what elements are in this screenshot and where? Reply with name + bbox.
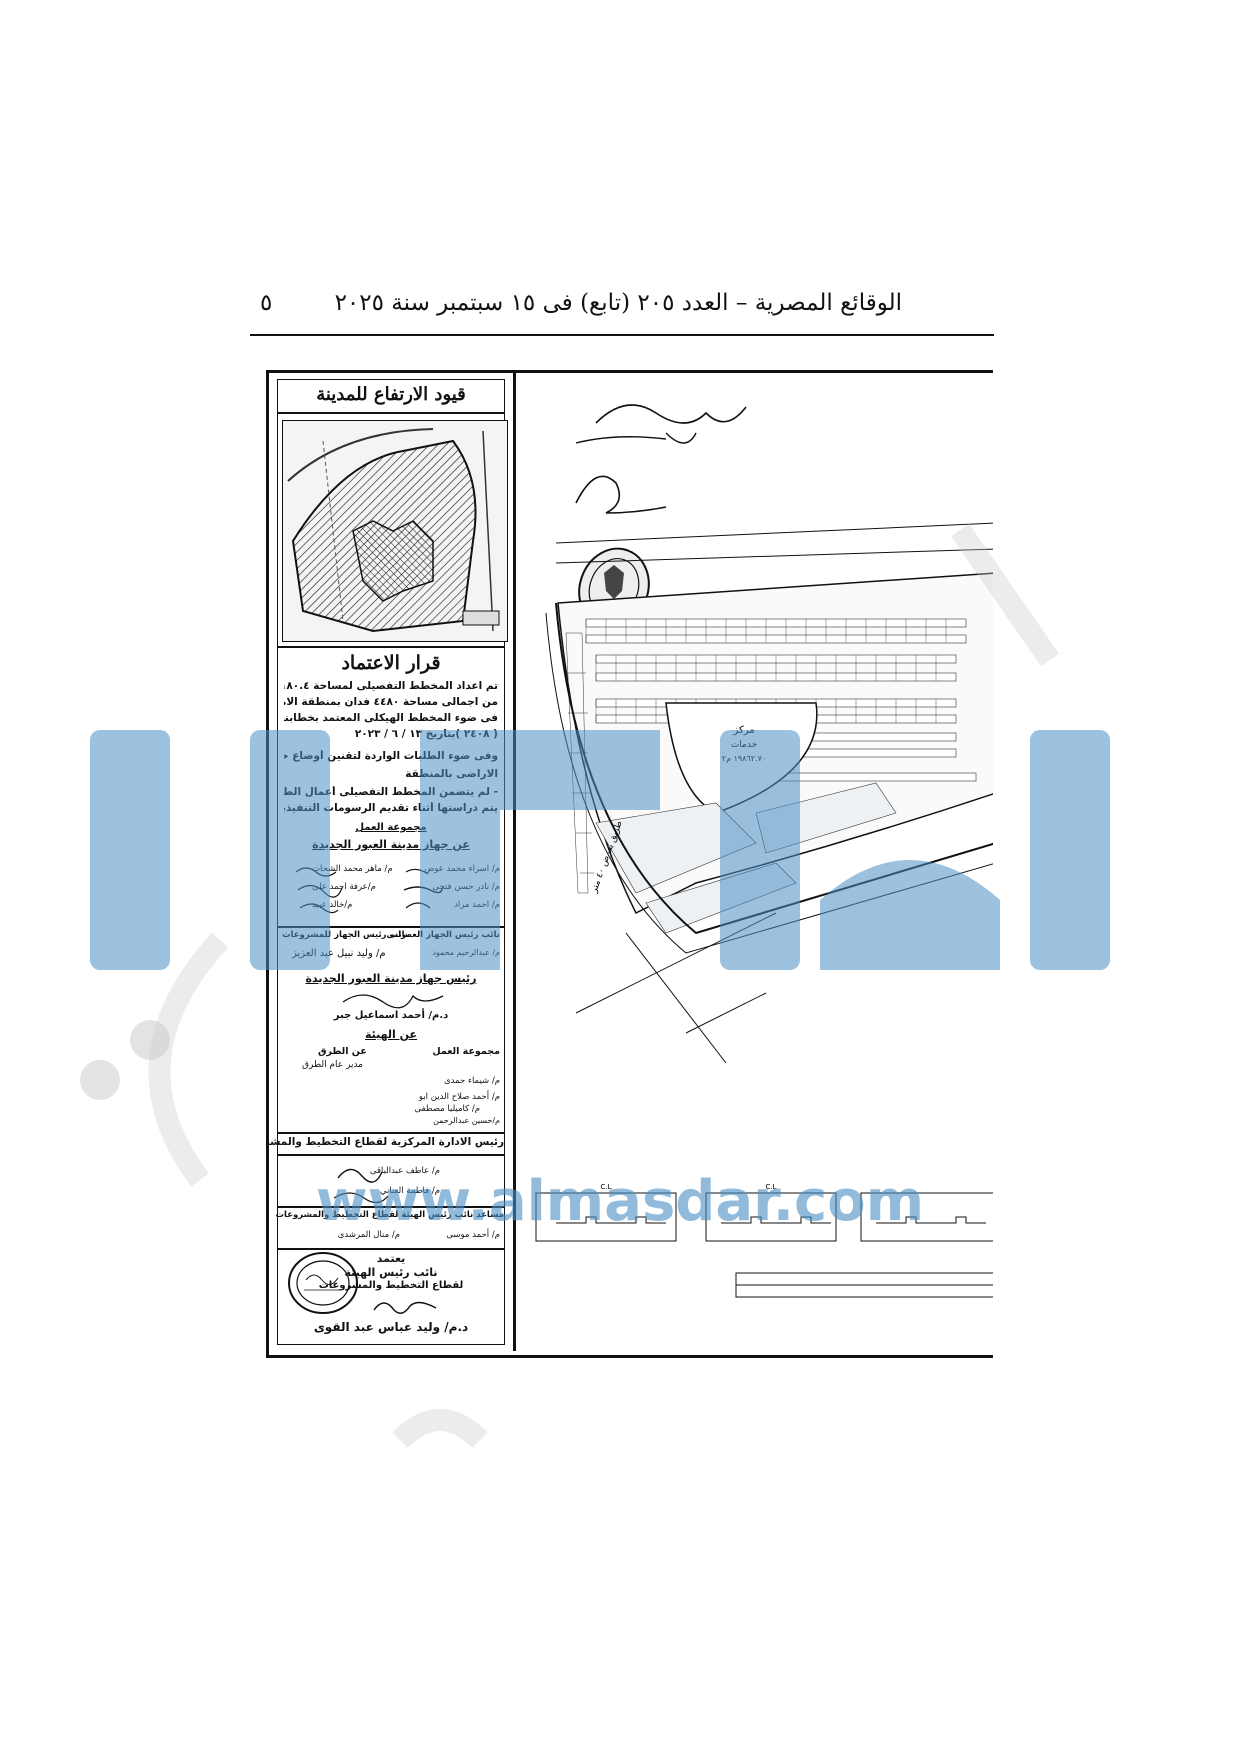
vp-sector: لقطاع التخطيط والمشروعات [318,1280,464,1291]
central-name-row: م/ فاطمة العناني [379,1186,440,1196]
approval-line: يتم دراستها أثناء تقديم الرسومات التنفيذ… [284,802,498,814]
body-member-row: م/ كاميليا مصطفى [414,1104,480,1114]
services-area: ١٩٨٦٢.٧٠ م٢ [722,754,766,763]
page-header: الوقائع المصرية – العدد ٢٠٥ (تابع) فى ١٥… [250,290,994,324]
vp-name: د.م/ وليد عباس عبد القوى [313,1320,469,1334]
signatures-scribble [295,867,443,914]
deputy-names-row: م/ وليد نبيل عبد العزيز م/ عبدالرحيم محم… [292,948,500,959]
assistant-title: مساعد نائب رئيس الهيئة لقطاع التخطيط وال… [275,1210,504,1220]
approval-line: فى ضوء المخطط الهيكلى المعتمد بخطابنا رق… [284,712,498,724]
from-body-heading: عن الهيئة [364,1028,418,1041]
head-signature [342,994,444,1009]
height-restrictions-title: قيود الارتفاع للمدينة [316,384,466,405]
map-sheet: قيود الارتفاع للمدينة [266,370,993,1358]
detailed-plan-drawing: مركز خدمات ١٩٨٦٢.٧٠ م٢ طريق بعرض ٤٠ متر … [516,373,993,1351]
roads-manager-row: مدير عام الطرق [302,1060,363,1070]
page-number: ٥ [260,290,273,316]
vp-title: نائب رئيس الهيئة [344,1266,438,1279]
authority-heading: عن جهاز مدينة العبور الجديدة [312,838,470,851]
approval-title: قرار الاعتماد [341,652,441,674]
section-label: C.L [765,1183,776,1191]
services-label-2: خدمات [731,740,757,750]
city-head-name: د.م/ أحمد اسماعيل جبر [333,1010,449,1021]
work-group-heading: مجموعة العمل [355,822,427,833]
header-rule [250,334,994,336]
body-headings-row: عن الطرق مجموعة العمل [318,1046,500,1057]
location-minimap [282,420,508,642]
approval-line: وفى ضوء الطلبات الواردة لتقنين أوضاع حائ… [284,750,498,762]
assistant-names-row: م/ أحمد موسى م/ منال المرشدى [337,1230,500,1240]
section-label: C.L [600,1183,611,1191]
info-panel: قيود الارتفاع للمدينة [269,373,516,1351]
central-name-row: م/ عاطف عبدالباقى [369,1166,440,1176]
approval-line: - لم يتضمن المخطط التفصيلى أعمال الطرق ع… [284,786,498,798]
approval-line: تم اعداد المخطط التفصيلى لمساحة ١١٨٠.٤ ف… [284,680,498,692]
city-head-title: رئيس جهاز مدينة العبور الجديدة [305,972,477,985]
approved-by: يعتمد [376,1252,406,1265]
central-admin-title: رئيس الادارة المركزية لقطاع التخطيط والم… [269,1136,504,1148]
road-cross-sections [535,1192,993,1298]
panel-frame: قيود الارتفاع للمدينة [269,379,508,1345]
vp-signature [373,1301,437,1314]
approval-line: ( ٢٤٠٨ )بتاريخ ١٣ / ٦ / ٢٠٢٣ [354,728,498,740]
central-signatures [333,1168,389,1204]
deputy-row: نائب رئيس الجهاز للمشروعات نائب رئيس الج… [282,930,500,940]
body-member-row: م/ أحمد صلاح الدين ابو [418,1092,500,1102]
body-member-row: م/ شيماء حمدى [443,1076,500,1086]
gazette-title: الوقائع المصرية – العدد ٢٠٥ (تابع) فى ١٥… [334,290,902,316]
services-label: مركز [732,725,754,736]
official-seal-stamp [288,1252,358,1314]
approval-line: من اجمالى مساحة ٤٤٨٠ فدان بمنطقة الامل [284,696,498,708]
approval-line: الاراضى بالمنطقة [405,768,498,780]
body-member-row: م/حسين عبدالرحمن [433,1116,500,1125]
